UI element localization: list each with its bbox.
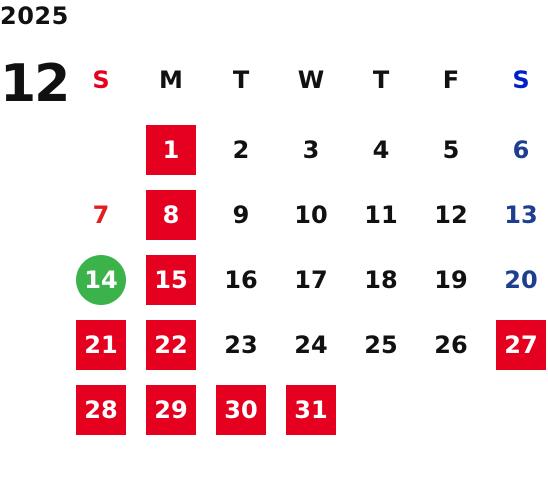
calendar-day[interactable]: 20	[504, 266, 538, 294]
weekday-header-friday: F	[442, 66, 460, 94]
calendar-day-holiday[interactable]: 15	[146, 255, 196, 305]
calendar-day[interactable]: 13	[504, 201, 538, 229]
calendar-day-holiday[interactable]: 30	[216, 385, 266, 435]
calendar-day[interactable]: 26	[434, 331, 468, 359]
calendar-day[interactable]: 16	[224, 266, 258, 294]
calendar-day[interactable]: 19	[434, 266, 468, 294]
calendar-day-today[interactable]: 14	[76, 255, 126, 305]
calendar-day[interactable]: 2	[232, 136, 250, 164]
calendar-day[interactable]: 6	[512, 136, 530, 164]
year-label: 2025	[0, 2, 69, 30]
calendar-day-holiday[interactable]: 21	[76, 320, 126, 370]
calendar-day[interactable]: 17	[294, 266, 328, 294]
calendar-day[interactable]: 10	[294, 201, 328, 229]
month-label: 12	[0, 54, 70, 114]
calendar-day-holiday[interactable]: 28	[76, 385, 126, 435]
calendar-day[interactable]: 25	[364, 331, 398, 359]
calendar-day-holiday[interactable]: 1	[146, 125, 196, 175]
weekday-header-thursday: T	[372, 66, 390, 94]
weekday-header-saturday: S	[512, 66, 530, 94]
weekday-header-tuesday: T	[232, 66, 250, 94]
calendar-day[interactable]: 12	[434, 201, 468, 229]
calendar-day[interactable]: 3	[302, 136, 320, 164]
calendar-day-holiday[interactable]: 31	[286, 385, 336, 435]
calendar-day[interactable]: 18	[364, 266, 398, 294]
calendar-day[interactable]: 7	[92, 201, 110, 229]
calendar-day[interactable]: 4	[372, 136, 390, 164]
calendar-day[interactable]: 24	[294, 331, 328, 359]
weekday-header-monday: M	[159, 66, 183, 94]
calendar-day[interactable]: 5	[442, 136, 460, 164]
calendar-day-holiday[interactable]: 27	[496, 320, 546, 370]
calendar-day-holiday[interactable]: 8	[146, 190, 196, 240]
calendar-day[interactable]: 11	[364, 201, 398, 229]
calendar-day-holiday[interactable]: 29	[146, 385, 196, 435]
calendar-day[interactable]: 9	[232, 201, 250, 229]
weekday-header-sunday: S	[92, 66, 110, 94]
weekday-header-wednesday: W	[297, 66, 325, 94]
calendar-day-holiday[interactable]: 22	[146, 320, 196, 370]
calendar-day[interactable]: 23	[224, 331, 258, 359]
